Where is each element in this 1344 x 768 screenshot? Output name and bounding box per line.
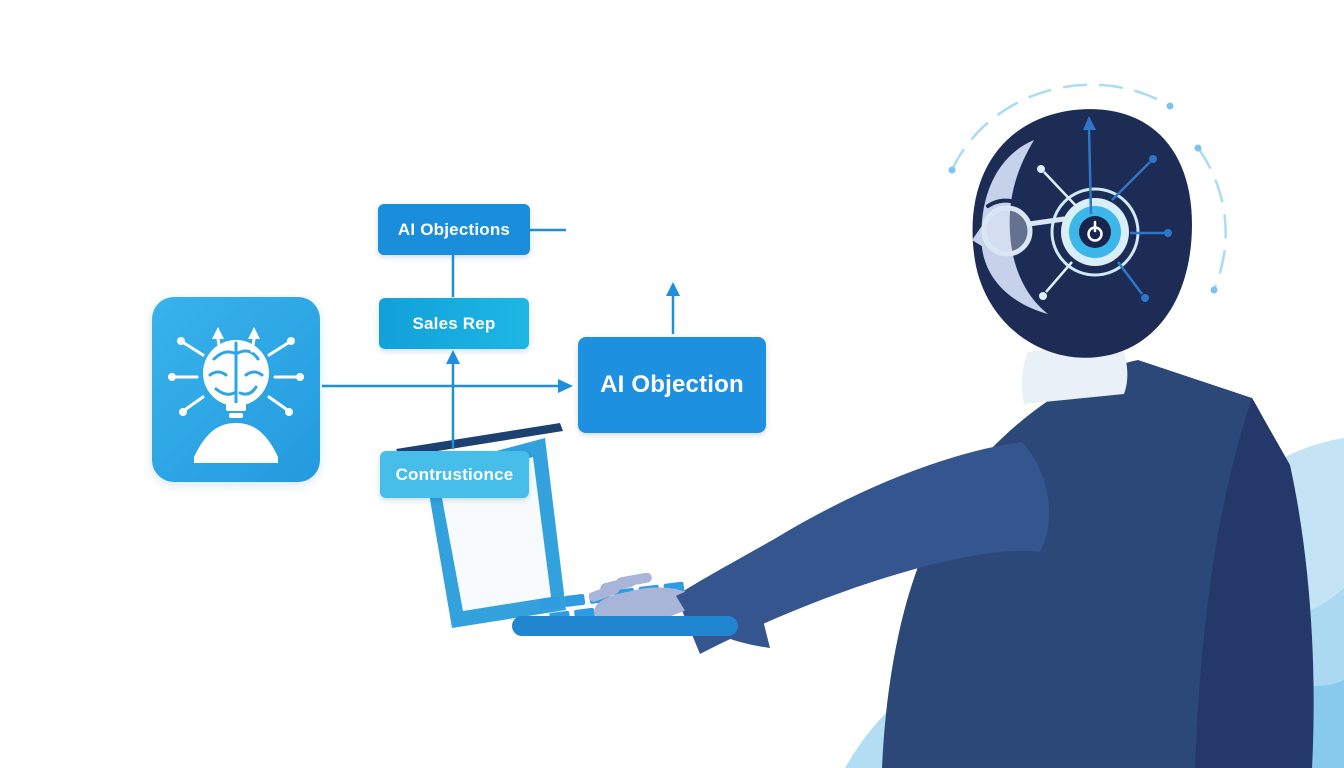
laptop-base [512,616,738,636]
brain-circuit-icon [168,327,304,463]
flow-box-label: AI Objection [600,371,744,398]
flow-box-ai-objections: AI Objections [378,204,530,255]
eyebrow [986,198,1019,208]
suit-shade [1195,398,1314,768]
laptop-lid-edge [396,423,563,457]
arrowhead-up-salesrep [446,350,460,364]
sleeve-cuff [676,576,770,648]
arrowhead-right-aiobjection [558,379,573,393]
suit-arm [676,442,1050,654]
hand [588,572,770,648]
glasses-icon [981,205,1067,257]
circuit-lines-decoration [948,83,1227,302]
flow-box-label: Contrustionce [395,464,514,484]
headset-rings-icon [1050,187,1140,277]
brain-tile [152,297,320,482]
face [981,140,1048,314]
person-illustration [676,83,1314,768]
arrowhead-up-aiobjection [666,282,680,296]
flow-arrows [322,228,680,449]
flow-box-contrustionce: Contrustionce [380,451,529,498]
flow-box-label: Sales Rep [412,313,496,333]
flow-box-sales-rep: Sales Rep [379,298,529,349]
flow-box-ai-objection: AI Objection [578,337,766,433]
flow-box-label: AI Objections [397,219,511,239]
